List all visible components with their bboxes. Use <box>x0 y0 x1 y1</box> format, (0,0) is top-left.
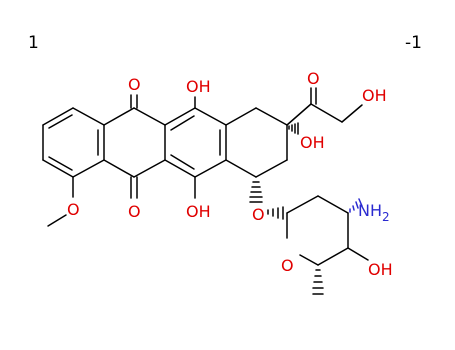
methyl-hash <box>312 269 324 295</box>
amine-hash <box>349 198 363 213</box>
atom-label-oh-terminal: OH <box>362 86 387 105</box>
ring-c-bonds <box>164 107 227 178</box>
ring-a-bonds <box>42 107 105 178</box>
quinone-top-bond <box>130 94 138 109</box>
side-chain-bonds <box>286 87 363 126</box>
sugar-oh-bond <box>347 247 369 261</box>
atom-label-oh-top: OH <box>186 77 211 96</box>
atom-label-ring-o: O <box>281 256 294 275</box>
atom-label-glycosidic-o: O <box>252 205 265 224</box>
quinone-bottom-bond <box>130 176 138 199</box>
atom-label-oh-c9: OH <box>300 133 325 152</box>
methoxy-bonds <box>47 176 74 227</box>
sugar-ring-bonds <box>286 195 349 266</box>
ring-d-bonds <box>225 107 288 178</box>
atom-label-ketone-o: O <box>307 69 320 88</box>
anomeric-hash <box>267 206 284 220</box>
atom-label-nh2: NH2 <box>358 201 390 224</box>
corner-label-left: 1 <box>28 33 39 53</box>
atom-label-oh-bottom: OH <box>186 202 211 221</box>
atom-label-oh-sugar: OH <box>368 260 393 279</box>
ring-b-bonds <box>103 107 166 178</box>
atom-label-methoxy-o: O <box>67 200 80 219</box>
glycosidic-hash <box>249 181 263 203</box>
corner-label-right: -1 <box>405 33 422 53</box>
atom-label-quinone-o-bottom: O <box>128 202 141 221</box>
atom-label-quinone-o-top: O <box>128 75 141 94</box>
c9-oh-hash <box>288 122 299 135</box>
